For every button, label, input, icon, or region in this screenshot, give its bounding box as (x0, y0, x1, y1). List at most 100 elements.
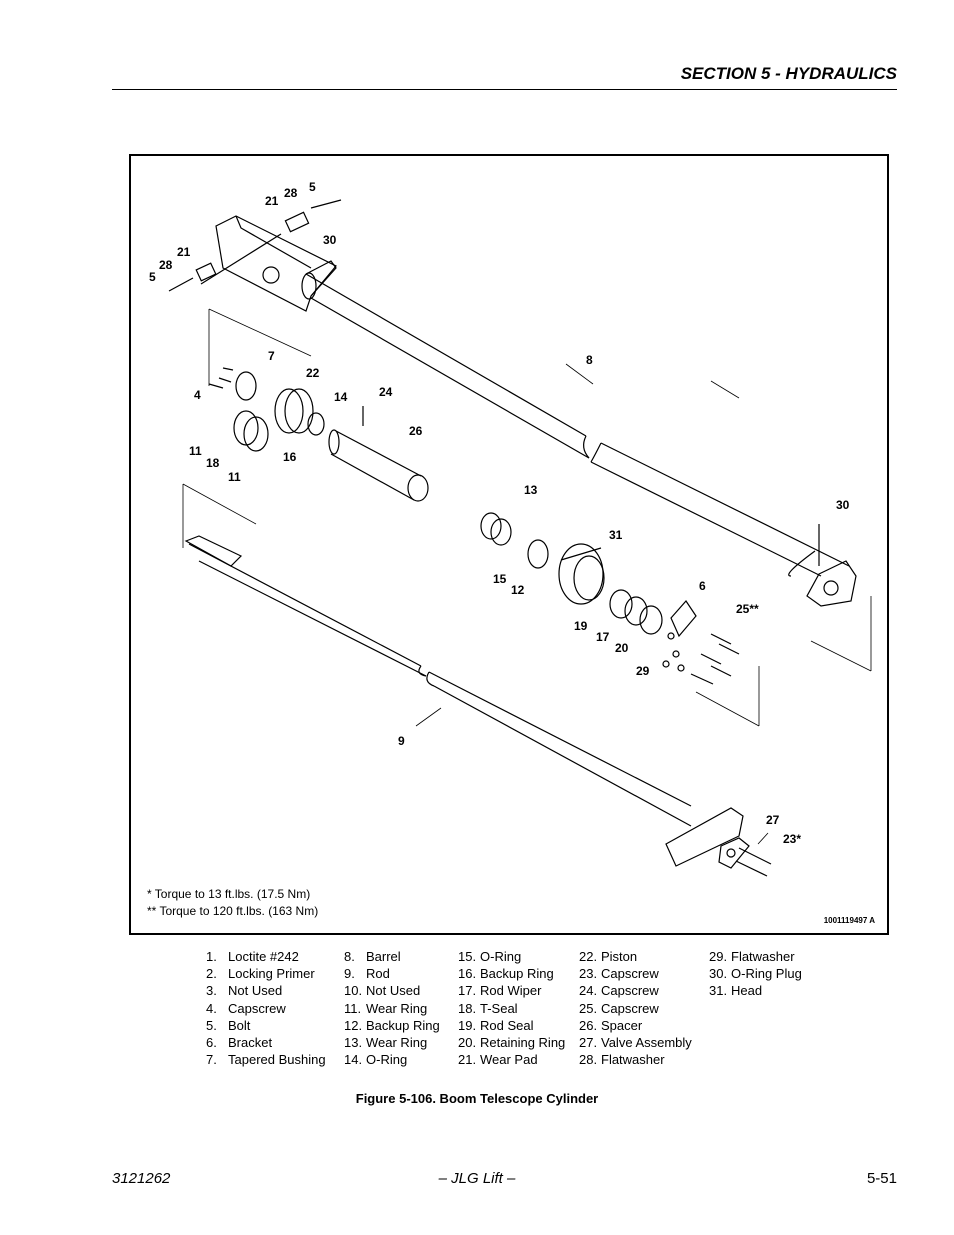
figure-caption: Figure 5-106. Boom Telescope Cylinder (355, 1091, 599, 1106)
legend-item-number: 23. (579, 966, 598, 982)
barrel-mount-bracket-drawing (215, 215, 337, 312)
legend-item-label: Barrel (366, 949, 401, 964)
legend-item: 29.Flatwasher (709, 948, 802, 965)
callout-label: 21 (177, 245, 191, 259)
legend-item-label: Head (731, 983, 763, 999)
legend-item-number: 18. (458, 1000, 477, 1016)
legend-item-label: Wear Ring (366, 1000, 428, 1016)
callout-label: 17 (596, 630, 610, 644)
callout-label: 12 (511, 583, 525, 597)
legend-item-number: 27. (579, 1035, 598, 1051)
wear-pad-hardware-top-drawing (168, 199, 342, 292)
callout-label: 30 (323, 233, 337, 247)
callout-label: 27 (766, 813, 780, 827)
exploded-view-guide-lines (182, 308, 872, 845)
callout-label: 14 (334, 390, 348, 404)
legend-item: 12.Backup Ring (344, 1017, 440, 1034)
callout-label: 5 (149, 270, 156, 284)
legend-item-label: Backup Ring (366, 1017, 440, 1033)
legend-item-label: Bracket (228, 1035, 273, 1051)
legend-item-label: Bolt (228, 1017, 251, 1033)
footer-doc-number: 3121262 (112, 1170, 171, 1187)
legend-item: 13.Wear Ring (344, 1034, 440, 1051)
legend-item: 28.Flatwasher (579, 1051, 692, 1068)
legend-item-label: Spacer (601, 1017, 643, 1033)
legend-column: 1.Loctite #242 2.Locking Primer 3.Not Us… (206, 948, 326, 1068)
legend-item-number: 10. (344, 983, 363, 999)
legend-item-number: 25. (579, 1000, 598, 1016)
legend-item-label: Rod Wiper (480, 983, 542, 999)
legend-item-label: T-Seal (480, 1000, 518, 1016)
callout-label: 8 (586, 353, 593, 367)
barrel-drawing (301, 272, 850, 577)
legend-item-number: 11. (344, 1000, 362, 1016)
legend-item: 25.Capscrew (579, 1000, 692, 1017)
legend-item-number: 17. (458, 983, 477, 999)
legend-column: 8.Barrel 9.Rod 10.Not Used 11.Wear Ring … (344, 948, 440, 1068)
callout-label: 9 (398, 734, 405, 748)
legend-item-label: Tapered Bushing (228, 1052, 326, 1068)
legend-item-number: 12. (344, 1017, 363, 1033)
legend-item: 20.Retaining Ring (458, 1034, 565, 1051)
callout-label: 24 (379, 385, 393, 399)
legend-item-label: Capscrew (228, 1000, 286, 1016)
barrel-rod-end-bracket-drawing (788, 524, 857, 607)
legend-item-number: 13. (344, 1035, 363, 1051)
legend-item-number: 1. (206, 949, 217, 964)
legend-item-number: 22. (579, 949, 598, 964)
callout-label: 30 (836, 498, 850, 512)
drawing-number: 1001119497 A (823, 916, 875, 925)
legend-item: 10.Not Used (344, 982, 440, 999)
legend-item: 26.Spacer (579, 1017, 692, 1034)
legend-item-label: Flatwasher (601, 1052, 665, 1068)
legend-item-label: Retaining Ring (480, 1035, 566, 1051)
callout-label: 31 (609, 528, 623, 542)
piston-assembly-drawing (208, 367, 325, 452)
legend-item-number: 4. (206, 1000, 217, 1016)
legend-item: 8.Barrel (344, 948, 440, 965)
legend-item-label: O-Ring (366, 1052, 408, 1068)
callout-label: 11 (189, 444, 202, 458)
callout-label: 26 (409, 424, 423, 438)
legend-item-number: 29. (709, 949, 728, 964)
boom-cylinder-drawing (168, 199, 872, 877)
callout-label: 5 (309, 180, 316, 194)
legend-item: 15.O-Ring (458, 948, 565, 965)
legend-item: 16.Backup Ring (458, 965, 565, 982)
legend-item-number: 19. (458, 1017, 477, 1033)
callout-label: 28 (159, 258, 173, 272)
legend-column: 15.O-Ring 16.Backup Ring 17.Rod Wiper 18… (458, 948, 565, 1068)
legend-item: 14.O-Ring (344, 1051, 440, 1068)
footer-center-text: – JLG Lift – (438, 1170, 516, 1187)
legend-item-label: Not Used (228, 983, 283, 999)
legend-item: 11.Wear Ring (344, 1000, 440, 1017)
rod-drawing (184, 535, 692, 827)
legend-item-label: Piston (601, 949, 638, 964)
callout-label: 20 (615, 641, 629, 655)
legend-item-label: Wear Ring (366, 1035, 428, 1051)
legend-item: 6. Bracket (206, 1034, 326, 1051)
legend-item-number: 15. (458, 949, 477, 964)
callout-label: 29 (636, 664, 650, 678)
legend-item-label: Loctite #242 (228, 949, 299, 964)
legend-item: 31.Head (709, 982, 802, 999)
legend-column: 22.Piston 23.Capscrew 24.Capscrew 25.Cap… (579, 948, 692, 1068)
legend-item-number: 6. (206, 1035, 217, 1051)
callout-label: 28 (284, 186, 298, 200)
exploded-view-figure: 21 28 5 30 21 28 5 7 22 4 14 24 26 11 18… (129, 154, 889, 935)
section-header-title: SECTION 5 - HYDRAULICS (680, 64, 897, 83)
legend-item: 30.O-Ring Plug (709, 965, 802, 982)
legend-item-label: Rod (366, 966, 390, 982)
legend-item-number: 14. (344, 1052, 363, 1068)
capscrews-drawing (662, 632, 740, 685)
legend-item: 23.Capscrew (579, 965, 692, 982)
legend-item: 9.Rod (344, 965, 440, 982)
legend-item: 19.Rod Seal (458, 1017, 565, 1034)
callout-label: 11 (228, 470, 241, 484)
header-rule (112, 89, 897, 90)
legend-item-label: Capscrew (601, 983, 659, 999)
legend-item-label: Capscrew (601, 966, 659, 982)
callout-label: 25** (736, 602, 759, 616)
legend-item: 18.T-Seal (458, 1000, 565, 1017)
callout-label: 15 (493, 572, 507, 586)
